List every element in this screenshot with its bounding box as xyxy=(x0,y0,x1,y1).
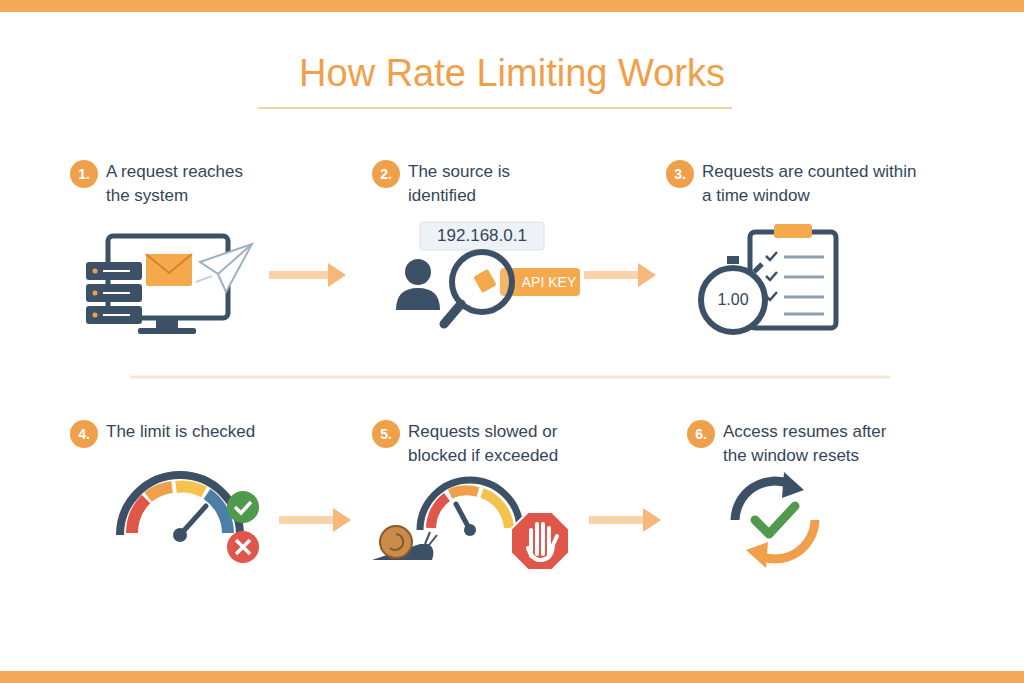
step-head: 4. The limit is checked xyxy=(70,420,275,448)
callout-number: 3. xyxy=(666,160,694,188)
step-caption: Access resumes after the window resets xyxy=(723,420,910,468)
step-head: 6. Access resumes after the window resets xyxy=(687,420,910,468)
step-node: 6. Access resumes after the window resets xyxy=(665,420,910,580)
diagram-title: How Rate Limiting Works xyxy=(0,52,1024,95)
top-bar xyxy=(0,0,1024,12)
step-caption: The source is identified xyxy=(408,160,580,208)
flow-arrow xyxy=(584,263,656,287)
flow-arrow xyxy=(589,508,661,532)
flow-arrow xyxy=(279,508,351,532)
step-node: 2. The source is identified xyxy=(350,160,580,335)
callout-number: 6. xyxy=(687,420,715,448)
step-caption: Requests slowed or blocked if exceeded xyxy=(408,420,585,468)
block-illustration xyxy=(372,480,569,570)
identify-illustration xyxy=(396,222,580,324)
step-node: 5. Requests slowed or blocked if exceeded xyxy=(355,420,585,580)
api-key-tag: API KEY xyxy=(518,268,580,296)
callout-number: 2. xyxy=(372,160,400,188)
step-head: 2. The source is identified xyxy=(372,160,580,208)
check-illustration xyxy=(120,475,259,563)
count-illustration xyxy=(701,224,836,332)
timer-reading: 1.00 xyxy=(701,288,765,312)
callout-number: 1. xyxy=(70,160,98,188)
callout-number: 5. xyxy=(372,420,400,448)
row-divider xyxy=(130,376,890,379)
flow-arrow xyxy=(269,263,346,287)
step-caption: Requests are counted within a time windo… xyxy=(702,160,922,208)
bottom-bar xyxy=(0,671,1024,683)
step-head: 3. Requests are counted within a time win… xyxy=(666,160,922,208)
step-node: 1. A request reaches the system xyxy=(70,160,265,335)
title-rule xyxy=(258,107,732,109)
step-caption: A request reaches the system xyxy=(106,160,265,208)
step-head: 5. Requests slowed or blocked if exceeded xyxy=(372,420,585,468)
reset-illustration xyxy=(735,472,815,568)
request-illustration xyxy=(86,236,252,334)
step-caption: The limit is checked xyxy=(106,420,255,444)
callout-number: 4. xyxy=(70,420,98,448)
ip-address: 192.168.0.1 xyxy=(420,222,544,250)
step-head: 1. A request reaches the system xyxy=(70,160,265,208)
step-node: 3. Requests are counted within a time win… xyxy=(660,160,922,335)
step-node: 4. The limit is checked xyxy=(70,420,275,580)
